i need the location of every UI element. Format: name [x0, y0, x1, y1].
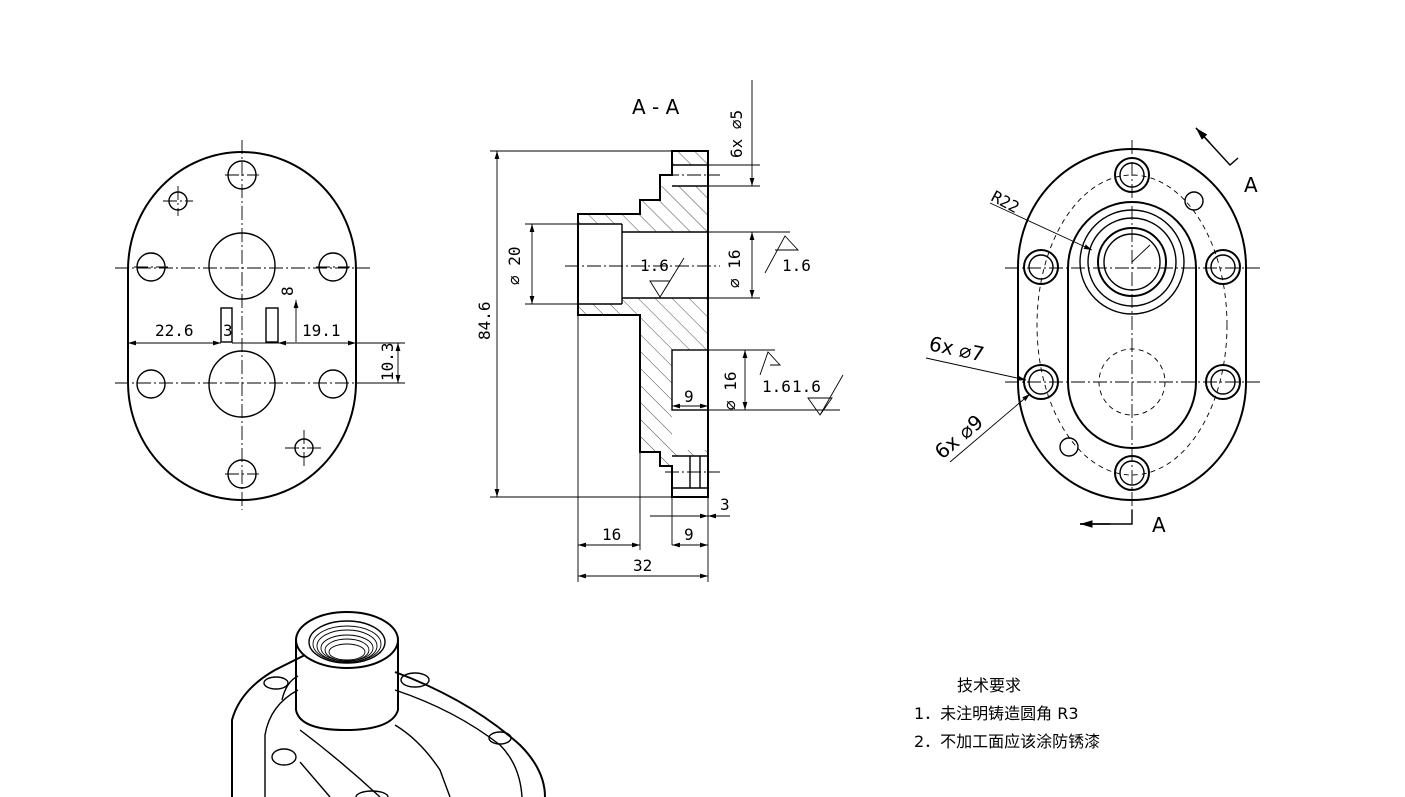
dim-holes-7: 6x ⌀7	[927, 331, 986, 366]
roughness-1-6-d: 1.6	[792, 377, 821, 396]
dim-9-bottom: 9	[684, 525, 694, 544]
isometric-view	[231, 611, 546, 797]
notes-line-1: 1．未注明铸造圆角 R3	[914, 704, 1079, 723]
notes-line-2: 2．不加工面应该涂防锈漆	[914, 732, 1100, 751]
cut-label-top: A	[1244, 173, 1258, 197]
section-view	[490, 80, 844, 582]
cut-label-bottom: A	[1152, 513, 1166, 537]
dim-radius-22: R22	[988, 187, 1022, 217]
roughness-1-6-b: 1.6	[782, 256, 811, 275]
dim-bore-16-bottom: ⌀ 16	[721, 371, 740, 410]
technical-notes: 技术要求 1．未注明铸造圆角 R3 2．不加工面应该涂防锈漆	[914, 676, 1100, 751]
dim-16: 16	[602, 525, 621, 544]
dim-19-1: 19.1	[302, 321, 341, 340]
dim-22-6: 22.6	[155, 321, 194, 340]
dim-84-6: 84.6	[475, 301, 494, 340]
dim-3: 3	[720, 495, 730, 514]
dim-slot-3: 3	[223, 321, 233, 340]
dim-bore-16-top: ⌀ 16	[725, 249, 744, 288]
dim-32: 32	[633, 556, 652, 575]
dim-9-inner: 9	[684, 387, 694, 406]
roughness-1-6-c: 1.6	[762, 377, 791, 396]
roughness-1-6-a: 1.6	[640, 256, 669, 275]
dim-10-3: 10.3	[378, 342, 397, 381]
dim-hole-top: 6x ⌀5	[727, 110, 746, 158]
notes-title: 技术要求	[957, 676, 1021, 695]
dim-8: 8	[278, 286, 297, 296]
section-label: A - A	[632, 95, 680, 119]
left-view	[115, 140, 405, 510]
dim-bore-20: ⌀ 20	[505, 246, 524, 285]
right-view	[925, 127, 1260, 528]
